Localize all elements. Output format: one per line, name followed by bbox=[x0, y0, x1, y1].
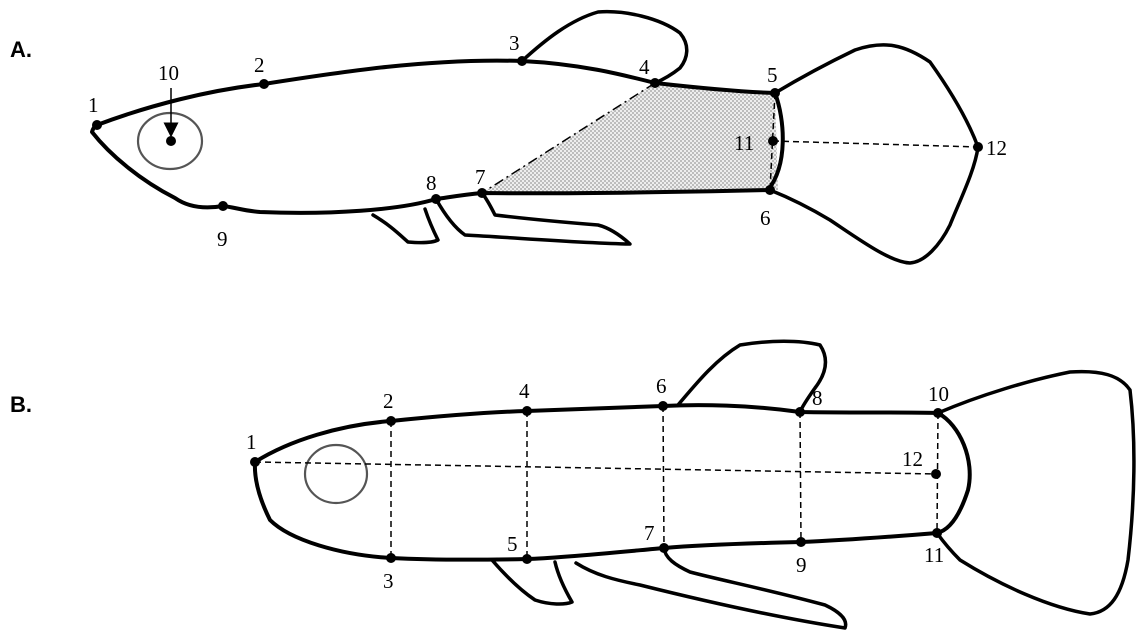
panel-b-landmark-10-label: 10 bbox=[928, 382, 949, 406]
panel-b-pelvic-fin bbox=[492, 560, 572, 604]
panel-a-landmark-1-label: 1 bbox=[88, 93, 99, 117]
panel-a-landmark-2-label: 2 bbox=[254, 53, 265, 77]
panel-b-landmark-3-dot bbox=[386, 553, 396, 563]
panel-a-landmark-5-label: 5 bbox=[767, 63, 778, 87]
panel-a-landmark-6-label: 6 bbox=[760, 206, 771, 230]
panel-a-landmark-3-label: 3 bbox=[509, 31, 520, 55]
panel-a-landmark-11-label: 11 bbox=[734, 131, 754, 155]
panel-a-landmark-10-dot bbox=[166, 136, 176, 146]
panel-b-landmark-4-dot bbox=[522, 406, 532, 416]
panel-b-landmark-8-dot bbox=[795, 407, 805, 417]
panel-b-landmark-12-label: 12 bbox=[902, 447, 923, 471]
panel-a-landmark-12-label: 12 bbox=[986, 136, 1007, 160]
panel-b-landmark-1-label: 1 bbox=[246, 430, 257, 454]
panel-b-landmark-1-dot bbox=[250, 457, 260, 467]
panel-a-pelvic-fin bbox=[373, 209, 438, 243]
panel-b-landmark-8-label: 8 bbox=[812, 386, 823, 410]
panel-b-body-outline bbox=[255, 405, 970, 560]
panel-b-label: B. bbox=[10, 392, 32, 417]
panel-b-eye bbox=[305, 445, 367, 503]
panel-b-landmark-11-dot bbox=[932, 528, 942, 538]
panel-a-landmark-6-dot bbox=[765, 185, 775, 195]
panel-b-landmark-10-dot bbox=[933, 408, 943, 418]
panel-a-landmark-9-dot bbox=[218, 201, 228, 211]
panel-b: B. 1 2 3 4 bbox=[10, 341, 1134, 628]
panel-a-line-11-12 bbox=[773, 141, 978, 147]
panel-a-anal-fin bbox=[436, 193, 630, 244]
panel-b-landmark-6-dot bbox=[658, 401, 668, 411]
panel-a-landmark-4-dot bbox=[650, 78, 660, 88]
panel-b-landmark-6-label: 6 bbox=[656, 374, 667, 398]
panel-b-landmark-7-label: 7 bbox=[644, 521, 655, 545]
panel-b-landmark-4-label: 4 bbox=[519, 379, 530, 403]
panel-b-landmark-7-dot bbox=[659, 543, 669, 553]
panel-a-landmark-11-dot bbox=[768, 136, 778, 146]
panel-b-landmark-9-label: 9 bbox=[796, 553, 807, 577]
panel-b-line-1-12 bbox=[255, 462, 936, 474]
panel-a-landmark-8-dot bbox=[431, 194, 441, 204]
panel-a-landmark-12-dot bbox=[973, 142, 983, 152]
panel-a: A. 1 2 3 bbox=[10, 12, 1007, 263]
panel-b-landmark-2-dot bbox=[386, 416, 396, 426]
panel-b-line-6-7 bbox=[663, 406, 664, 548]
panel-a-label: A. bbox=[10, 37, 32, 62]
panel-b-landmark-11-label: 11 bbox=[924, 543, 944, 567]
panel-a-landmark-10-label: 10 bbox=[158, 61, 179, 85]
panel-a-caudal-fin bbox=[770, 45, 978, 263]
panel-a-landmark-3-dot bbox=[517, 56, 527, 66]
panel-b-landmark-12-dot bbox=[931, 469, 941, 479]
panel-b-landmark-5-dot bbox=[522, 554, 532, 564]
panel-a-landmark-1-dot bbox=[92, 120, 102, 130]
panel-b-dorsal-fin bbox=[678, 341, 825, 412]
panel-a-landmark-7-dot bbox=[477, 188, 487, 198]
panel-a-landmark-7-label: 7 bbox=[475, 165, 486, 189]
panel-b-line-8-9 bbox=[800, 412, 801, 542]
panel-a-landmark-4-label: 4 bbox=[639, 55, 650, 79]
panel-b-landmark-3-label: 3 bbox=[383, 569, 394, 593]
panel-b-landmark-5-label: 5 bbox=[507, 532, 518, 556]
panel-a-landmark-2-dot bbox=[259, 79, 269, 89]
panel-b-landmark-9-dot bbox=[796, 537, 806, 547]
panel-a-landmark-8-label: 8 bbox=[426, 171, 437, 195]
panel-a-landmark-9-label: 9 bbox=[217, 227, 228, 251]
panel-a-landmark-5-dot bbox=[770, 88, 780, 98]
panel-b-landmark-2-label: 2 bbox=[383, 389, 394, 413]
